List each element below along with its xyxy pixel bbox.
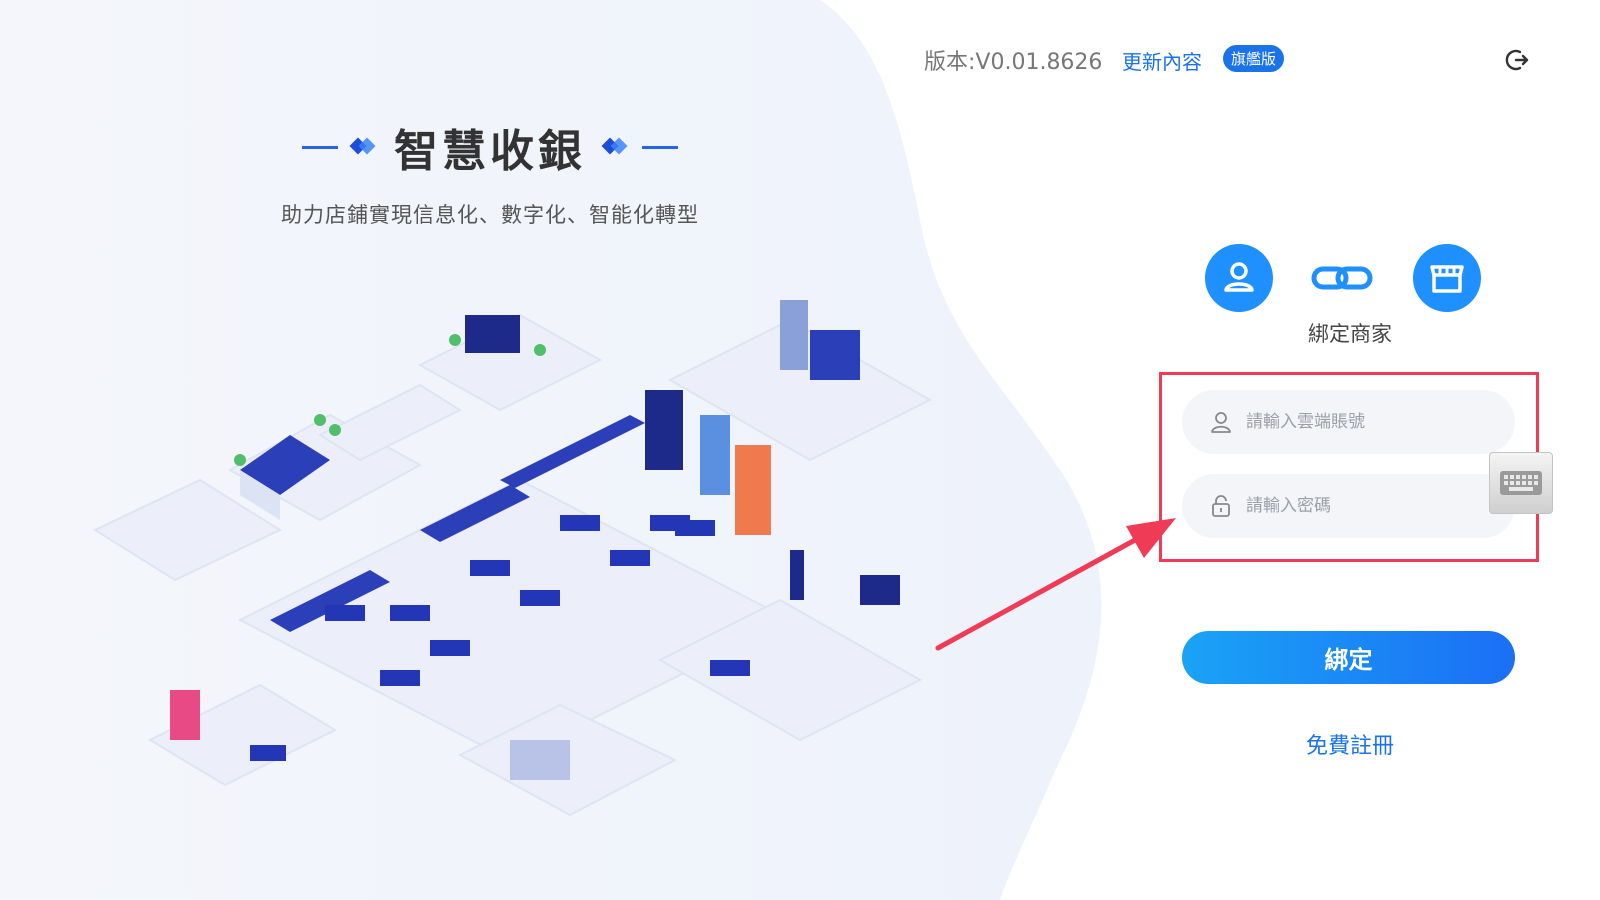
keyboard-icon (1500, 471, 1542, 495)
bind-merchant-caption: 綁定商家 (1308, 322, 1392, 346)
left-decoration (302, 138, 376, 156)
virtual-keyboard-button[interactable] (1489, 452, 1553, 514)
link-icon (1311, 266, 1373, 290)
exit-icon[interactable] (1505, 47, 1531, 73)
account-input[interactable] (1246, 412, 1486, 432)
user-icon (1205, 244, 1273, 312)
version-label: 版本:V0.01.8626 (924, 50, 1103, 75)
hero-subtitle: 助力店鋪實現信息化、數字化、智能化轉型 (281, 203, 699, 227)
free-register-link[interactable]: 免費註冊 (1305, 734, 1394, 759)
bind-illustration (1205, 244, 1485, 314)
bind-button[interactable]: 綁定 (1182, 631, 1515, 684)
user-icon (1211, 412, 1231, 433)
hero-title-row: 智慧收銀 (250, 115, 730, 179)
store-icon (1413, 244, 1481, 312)
edition-badge: 旗艦版 (1223, 45, 1285, 72)
password-field[interactable] (1182, 474, 1515, 538)
hero-title: 智慧收銀 (394, 126, 586, 177)
update-notes-link[interactable]: 更新內容 (1122, 50, 1202, 74)
password-input[interactable] (1246, 496, 1486, 516)
account-field[interactable] (1182, 390, 1515, 454)
isometric-store-illustration (92, 300, 933, 817)
right-decoration (604, 138, 678, 156)
lock-icon (1212, 495, 1230, 517)
hero-section: 智慧收銀 助力店鋪實現信息化、數字化、智能化轉型 (250, 115, 730, 229)
annotation-arrow (935, 518, 1176, 651)
